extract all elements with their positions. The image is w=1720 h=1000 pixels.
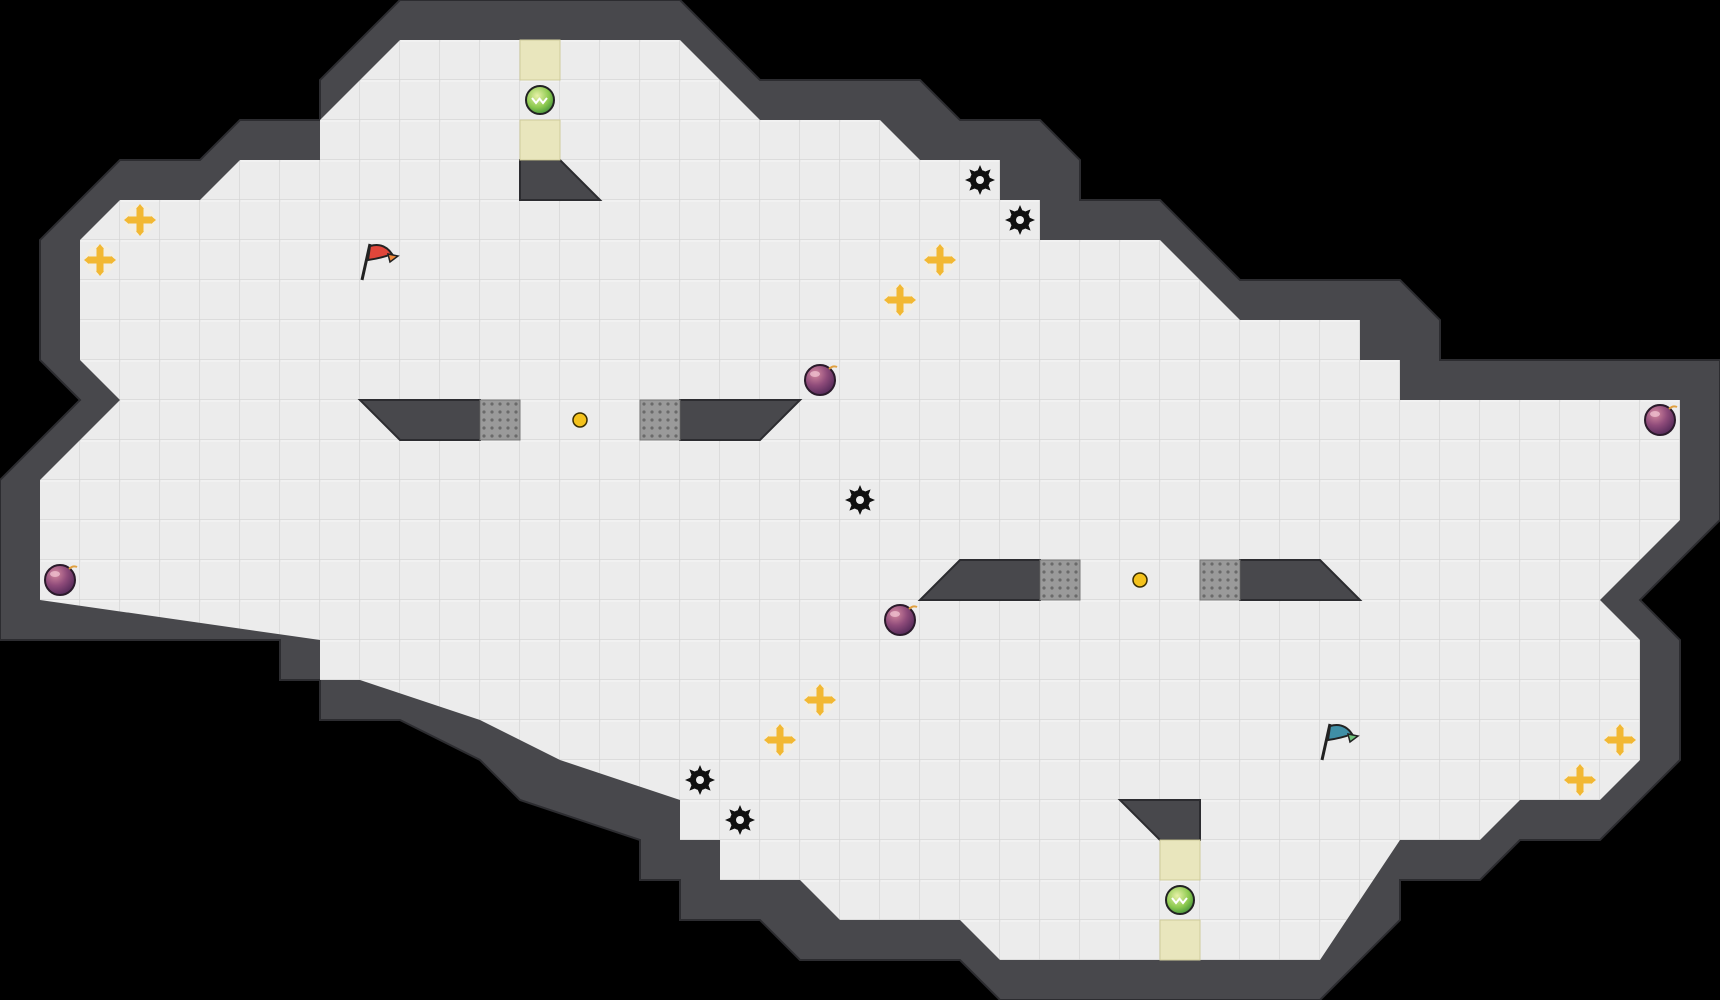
blue-flag[interactable] [1320,723,1360,761]
spike-icon [845,485,875,515]
gate-tile [519,119,561,161]
red-flag[interactable] [360,243,400,281]
portal-tile [1039,559,1081,601]
spike-icon [965,165,995,195]
portal-tiles [479,399,1241,601]
spike-icon [685,765,715,795]
team-boost-icon [525,85,555,115]
buttons[interactable] [572,412,1148,588]
gate-tile [1159,919,1201,961]
gate-tile [1159,839,1201,881]
team-boost-icon [1165,885,1195,915]
red-flag-icon [366,244,394,262]
portal-tile [1199,559,1241,601]
portal-tile [479,399,521,441]
portal-tile [639,399,681,441]
gate-tile [519,39,561,81]
spike-icon [1005,205,1035,235]
button-icon [572,412,588,428]
spike-icon [725,805,755,835]
blue-flag-icon [1326,724,1354,742]
gates [519,39,1201,961]
button-icon [1132,572,1148,588]
